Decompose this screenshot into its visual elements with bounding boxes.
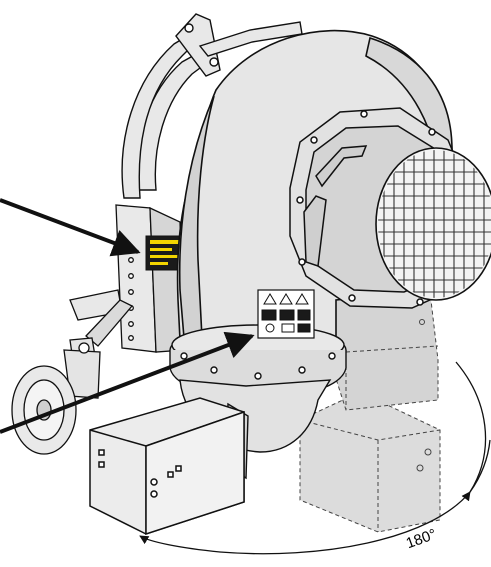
inlet-grille-icon	[375, 147, 491, 301]
rotation-arrow-icon	[139, 361, 491, 555]
pointer-arrow-icon	[0, 198, 255, 434]
mounting-bracket	[115, 204, 185, 353]
safety-pictogram-icon	[257, 289, 315, 339]
outlet-duct	[89, 397, 245, 536]
caster-wheel	[11, 289, 134, 455]
rotation-angle-label: 180°	[404, 526, 439, 553]
rotated-outlet-ghost	[299, 291, 441, 533]
